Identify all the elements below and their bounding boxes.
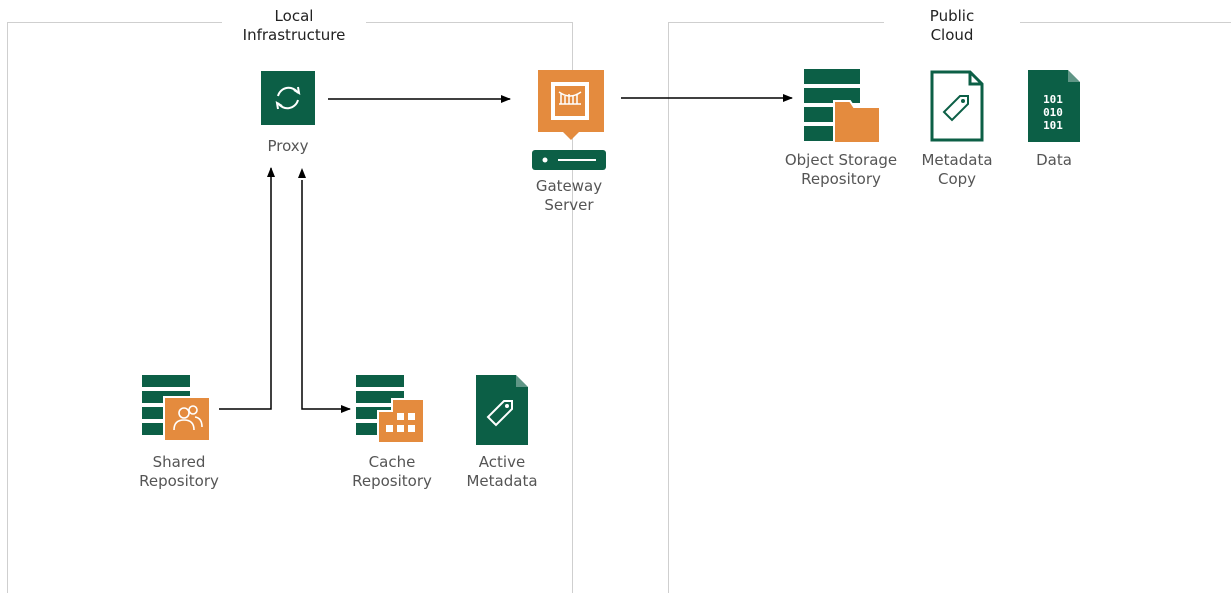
gateway-server-icon [532, 70, 606, 170]
tag-icon [942, 95, 969, 122]
active-metadata-icon [476, 375, 528, 445]
users-icon [173, 405, 203, 431]
arrow-shared-repo-to-proxy [219, 167, 275, 410]
metadata-copy-icon [930, 70, 984, 142]
gateway-server-node[interactable] [532, 68, 606, 172]
tag-icon [486, 400, 513, 427]
object-storage-repository-label: Object Storage Repository [784, 151, 898, 188]
binary-row-2: 010 [1043, 106, 1063, 119]
shared-repository-label: Shared Repository [139, 453, 219, 490]
binary-row-1: 101 [1043, 93, 1063, 106]
blocks-icon [386, 413, 415, 432]
shared-repository-icon [142, 375, 211, 442]
active-metadata-node[interactable] [476, 375, 528, 445]
local-infrastructure-title: Local Infrastructure [222, 7, 366, 45]
metadata-copy-label: Metadata Copy [921, 151, 993, 188]
data-file-icon: 101 010 101 [1028, 70, 1080, 142]
data-label: Data [1036, 151, 1072, 169]
cache-repository-label: Cache Repository [352, 453, 432, 490]
proxy-node[interactable] [261, 71, 315, 125]
proxy-label: Proxy [267, 137, 309, 155]
arrow-proxy-cache-link [301, 180, 351, 413]
active-metadata-label: Active Metadata [466, 453, 538, 490]
cache-repository-node[interactable] [356, 375, 425, 444]
data-node[interactable]: 101 010 101 [1028, 70, 1080, 142]
cache-repository-icon [356, 375, 425, 444]
binary-row-3: 101 [1043, 119, 1063, 132]
object-storage-repository-node[interactable] [804, 69, 881, 144]
public-cloud-title: Public Cloud [884, 7, 1020, 45]
proxy-icon [261, 71, 315, 125]
shared-repository-node[interactable] [142, 375, 211, 442]
metadata-copy-node[interactable] [930, 70, 984, 142]
gateway-server-label: Gateway Server [535, 177, 603, 214]
object-storage-repository-icon [804, 69, 881, 144]
